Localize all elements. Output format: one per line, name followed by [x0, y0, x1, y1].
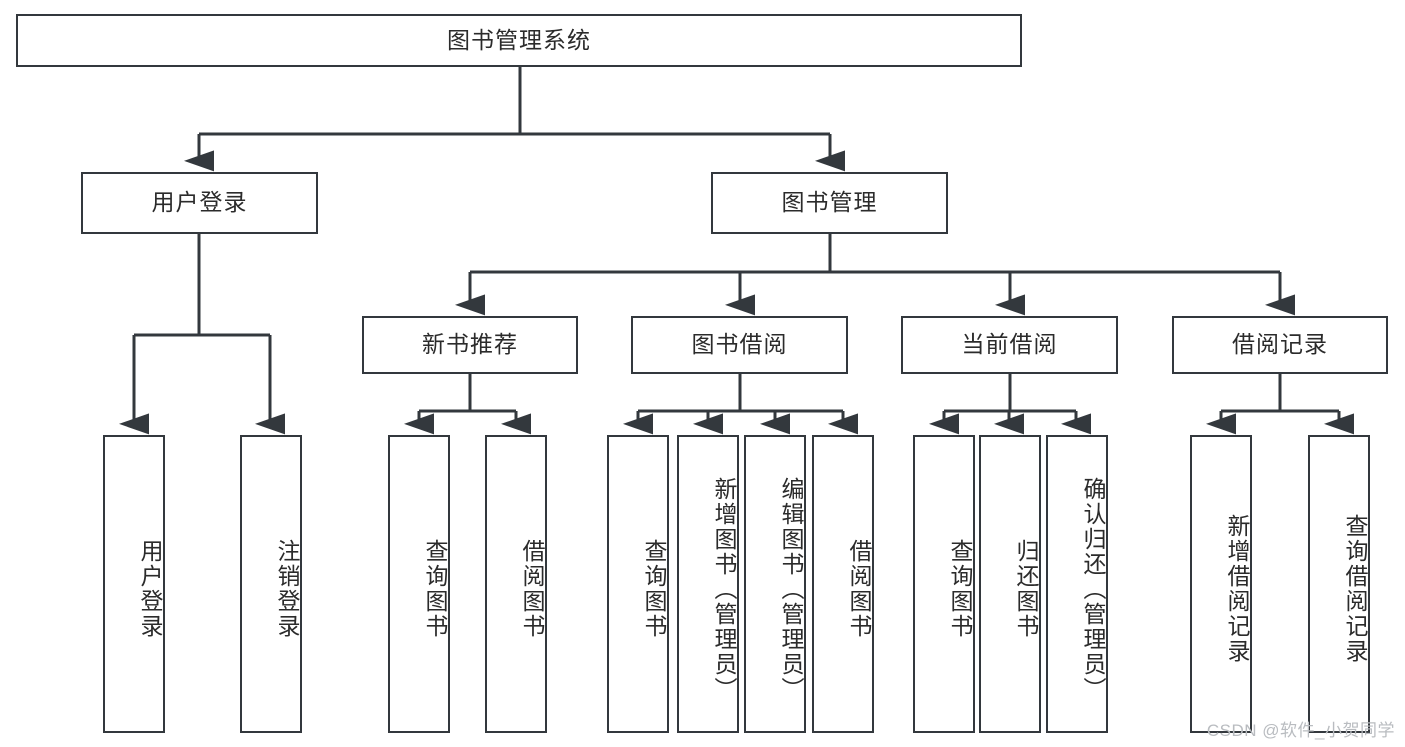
leaf-rec-query-book-label: 查询图书 [422, 539, 448, 639]
node-user-login-label: 用户登录 [151, 189, 248, 216]
node-current-borrow-label: 当前借阅 [961, 331, 1058, 358]
node-user-login[interactable]: 用户登录 [81, 172, 318, 234]
leaf-current-return-book-label: 归还图书 [1013, 539, 1039, 639]
leaf-record-add-label: 新增借阅记录 [1224, 514, 1250, 664]
leaf-rec-borrow-book[interactable]: 借阅图书 [485, 435, 547, 733]
leaf-user-login[interactable]: 用户登录 [103, 435, 165, 733]
watermark: CSDN @软件_小贺同学 [1206, 721, 1395, 740]
leaf-user-logout-label: 注销登录 [274, 539, 300, 639]
leaf-record-query[interactable]: 查询借阅记录 [1308, 435, 1370, 733]
leaf-rec-borrow-book-label: 借阅图书 [519, 539, 545, 639]
node-book-manage-label: 图书管理 [781, 189, 878, 216]
node-root[interactable]: 图书管理系统 [16, 14, 1022, 67]
leaf-borrow-query-book[interactable]: 查询图书 [607, 435, 669, 733]
leaf-current-query-book-label: 查询图书 [947, 539, 973, 639]
leaf-borrow-add-book-label: 新增图书（管理员） [711, 476, 737, 702]
leaf-user-logout[interactable]: 注销登录 [240, 435, 302, 733]
leaf-current-confirm-return[interactable]: 确认归还（管理员） [1046, 435, 1108, 733]
leaf-current-query-book[interactable]: 查询图书 [913, 435, 975, 733]
node-new-book-recommend-label: 新书推荐 [422, 331, 518, 358]
node-new-book-recommend[interactable]: 新书推荐 [362, 316, 578, 374]
leaf-borrow-query-book-label: 查询图书 [641, 539, 667, 639]
node-book-borrow-label: 图书借阅 [691, 331, 788, 358]
leaf-current-confirm-return-label: 确认归还（管理员） [1080, 476, 1106, 702]
node-book-manage[interactable]: 图书管理 [711, 172, 948, 234]
leaf-user-login-label: 用户登录 [137, 539, 163, 639]
leaf-borrow-edit-book[interactable]: 编辑图书（管理员） [744, 435, 806, 733]
leaf-borrow-borrow-book-label: 借阅图书 [846, 539, 872, 639]
leaf-borrow-edit-book-label: 编辑图书（管理员） [778, 476, 804, 702]
leaf-borrow-borrow-book[interactable]: 借阅图书 [812, 435, 874, 733]
leaf-rec-query-book[interactable]: 查询图书 [388, 435, 450, 733]
node-book-borrow[interactable]: 图书借阅 [631, 316, 848, 374]
node-current-borrow[interactable]: 当前借阅 [901, 316, 1118, 374]
leaf-record-add[interactable]: 新增借阅记录 [1190, 435, 1252, 733]
leaf-current-return-book[interactable]: 归还图书 [979, 435, 1041, 733]
leaf-borrow-add-book[interactable]: 新增图书（管理员） [677, 435, 739, 733]
node-borrow-record[interactable]: 借阅记录 [1172, 316, 1388, 374]
node-root-label: 图书管理系统 [447, 26, 591, 53]
node-borrow-record-label: 借阅记录 [1232, 331, 1328, 358]
leaf-record-query-label: 查询借阅记录 [1342, 514, 1368, 664]
